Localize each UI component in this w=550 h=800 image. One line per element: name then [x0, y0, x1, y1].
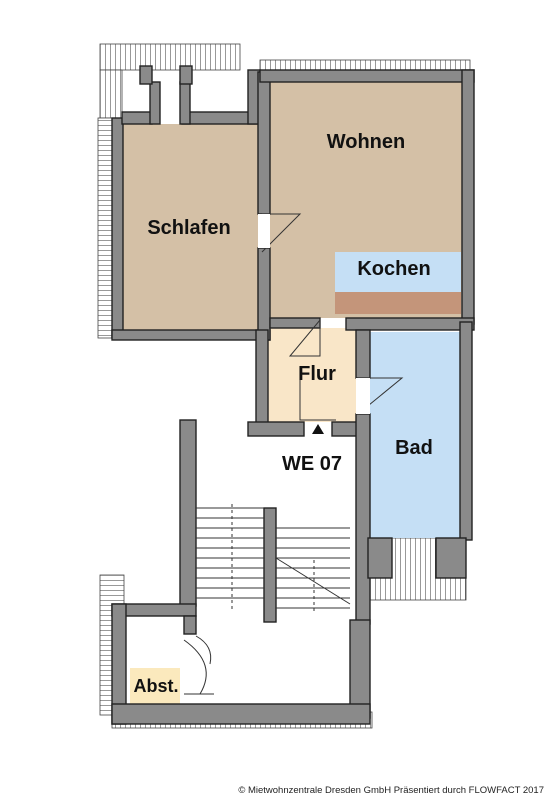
- wall: [435, 537, 467, 579]
- wall: [459, 321, 473, 541]
- door-opening: [356, 378, 370, 414]
- wall: [111, 703, 371, 725]
- wall: [257, 247, 271, 341]
- room-kochen: [335, 252, 461, 292]
- door-opening: [258, 214, 270, 248]
- door-stair: [195, 635, 212, 665]
- wall: [149, 81, 161, 125]
- door-abst: [183, 639, 207, 695]
- wall: [345, 317, 475, 331]
- facade-left-bay: [99, 69, 123, 119]
- wall: [111, 117, 124, 339]
- kitchen-counter: [335, 292, 461, 314]
- wall: [111, 329, 271, 341]
- label-kochen: Kochen: [357, 258, 430, 280]
- label-abst: Abst.: [134, 676, 179, 696]
- room-bad: [370, 332, 462, 538]
- wall: [255, 329, 269, 435]
- door-schlafen: [261, 213, 302, 253]
- wall: [179, 65, 193, 85]
- wall: [183, 615, 197, 635]
- facade-left-side: [97, 117, 113, 339]
- wall: [247, 421, 305, 437]
- wall: [179, 81, 191, 125]
- wall: [179, 419, 197, 607]
- wall: [263, 507, 277, 623]
- label-wohnen: Wohnen: [327, 131, 406, 153]
- facade-top-left: [99, 43, 241, 71]
- wall: [367, 537, 393, 579]
- copyright-notice: © Mietwohnzentrale Dresden GmbH Präsenti…: [238, 785, 544, 796]
- wall: [181, 111, 259, 125]
- label-schlafen: Schlafen: [147, 217, 230, 239]
- wall: [121, 111, 153, 125]
- wall: [349, 619, 371, 719]
- wall: [461, 69, 475, 325]
- label-unit: WE 07: [282, 453, 342, 475]
- wall: [269, 317, 321, 329]
- room-flur: [268, 328, 356, 422]
- room-schlafen: [123, 124, 258, 330]
- entrance-arrow-icon: [312, 424, 324, 434]
- label-flur: Flur: [298, 363, 336, 385]
- door-bad: [357, 377, 404, 415]
- wall: [355, 329, 371, 379]
- wall: [355, 413, 371, 625]
- door-flur-entry: [299, 380, 336, 421]
- wall: [259, 69, 475, 83]
- wall: [139, 65, 153, 85]
- label-bad: Bad: [395, 437, 433, 459]
- staircase: [196, 504, 351, 614]
- room-abst: [130, 668, 180, 704]
- wall: [257, 71, 271, 215]
- door-wohnen: [288, 318, 321, 357]
